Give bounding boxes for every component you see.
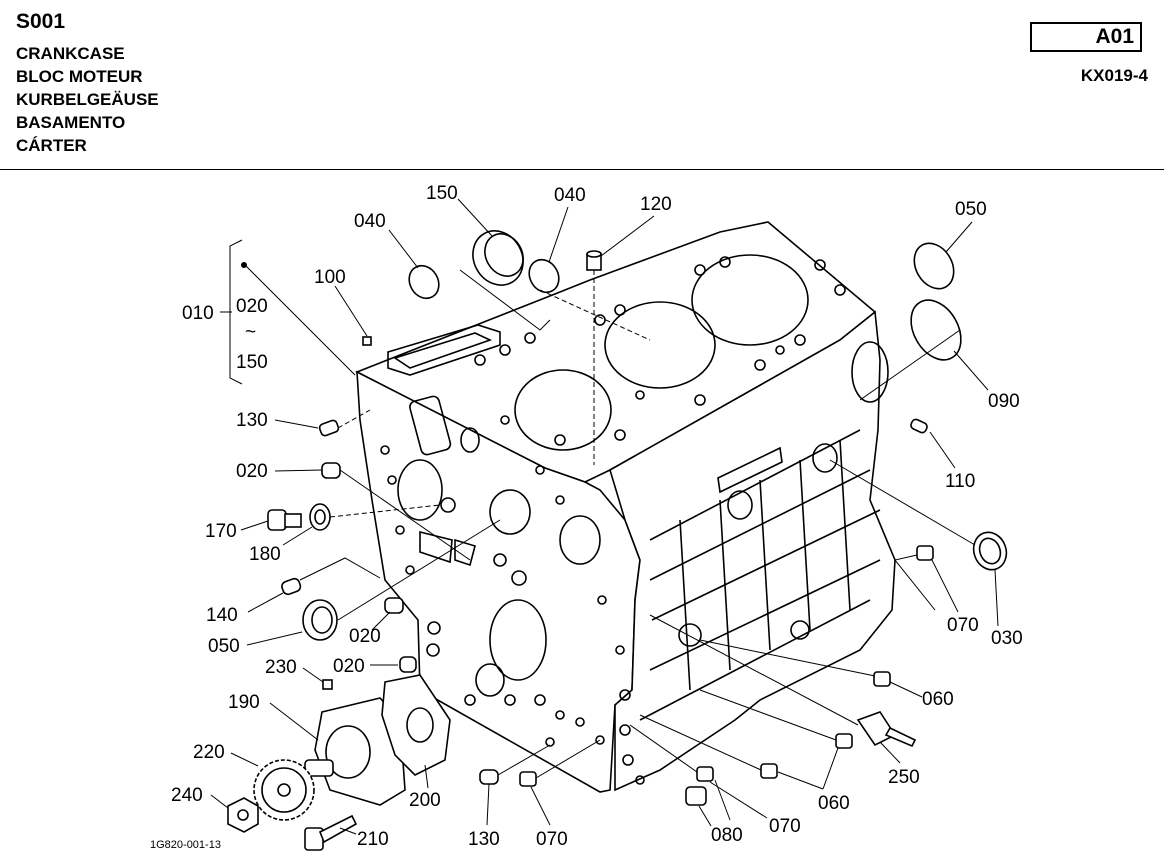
- callout-label: 170: [205, 521, 237, 542]
- group-label-top: 020: [236, 296, 268, 317]
- callout-label: 110: [945, 471, 975, 492]
- header-divider: [0, 169, 1164, 170]
- part-bush-130-left: [318, 419, 340, 437]
- group-label-bottom: 150: [236, 352, 268, 373]
- section-titles: CRANKCASE BLOC MOTEUR KURBELGEÄUSE BASAM…: [16, 42, 159, 157]
- callout-label: 200: [409, 790, 441, 811]
- callout-label: 050: [955, 199, 987, 220]
- part-washer-180: [309, 503, 331, 531]
- part-bolt-210: [304, 814, 358, 851]
- callout-label: 060: [922, 689, 954, 710]
- part-gear-220: [253, 759, 315, 821]
- part-pin-100: [362, 336, 372, 346]
- callout-label: 180: [249, 544, 281, 565]
- part-plug-060-lower-b: [760, 763, 778, 779]
- callout-label: 080: [711, 825, 743, 846]
- callout-label: 220: [193, 742, 225, 763]
- title-german: KURBELGEÄUSE: [16, 90, 159, 109]
- part-bush-130-bottom: [479, 769, 499, 785]
- group-label-main: 010: [182, 303, 214, 324]
- callout-label: 030: [991, 628, 1023, 649]
- callout-label: 040: [554, 185, 586, 206]
- callout-label: 240: [171, 785, 203, 806]
- part-plug-070-right: [916, 545, 934, 561]
- callout-label: 070: [947, 615, 979, 636]
- callout-label: 120: [640, 194, 672, 215]
- callout-label: 130: [468, 829, 500, 850]
- part-seal-050-left: [302, 599, 338, 641]
- group-bracket-010: 010 020 ~ 150: [182, 239, 268, 385]
- part-plug-170: [267, 509, 302, 531]
- part-plug-080: [685, 786, 707, 806]
- title-french: BLOC MOTEUR: [16, 67, 143, 86]
- crankcase-block: [355, 221, 896, 793]
- part-pin-120: [586, 250, 602, 271]
- title-english: CRANKCASE: [16, 44, 125, 63]
- callout-label: 130: [236, 410, 268, 431]
- callout-label: 190: [228, 692, 260, 713]
- callout-label: 060: [818, 793, 850, 814]
- part-pin-020-a: [321, 462, 341, 479]
- part-plug-040-right: [528, 258, 560, 294]
- callout-labels: 150 040 040 120 050 100 090 130 110 020 …: [171, 183, 1023, 850]
- drawing-number: 1G820-001-13: [150, 839, 221, 851]
- part-plug-040-left: [408, 264, 440, 300]
- callout-label: 020: [236, 461, 268, 482]
- callout-label: 040: [354, 211, 386, 232]
- callout-label: 070: [536, 829, 568, 850]
- callout-label: 250: [888, 767, 920, 788]
- part-key-230: [322, 679, 333, 690]
- title-spanish: CÁRTER: [16, 136, 87, 155]
- part-plug-060-right: [873, 671, 891, 687]
- part-pin-020-c: [399, 656, 417, 673]
- title-italian: BASAMENTO: [16, 113, 126, 132]
- callout-label: 140: [206, 605, 238, 626]
- part-plug-050-top: [913, 242, 955, 290]
- callout-label: 090: [988, 391, 1020, 412]
- callout-label: 210: [357, 829, 389, 850]
- part-plug-090: [910, 299, 962, 361]
- part-pin-110: [910, 418, 928, 434]
- part-sensor-250: [856, 711, 917, 748]
- section-code: S001: [16, 10, 66, 33]
- part-seal-030: [972, 531, 1008, 571]
- callout-label: 020: [333, 656, 365, 677]
- callout-label: 020: [349, 626, 381, 647]
- part-gasket-200: [381, 674, 451, 776]
- part-plug-060-lower-a: [835, 733, 853, 749]
- page-reference-box: A01: [1030, 22, 1142, 52]
- leader-lines: [210, 198, 999, 835]
- callout-label: 100: [314, 267, 346, 288]
- callout-label: 230: [265, 657, 297, 678]
- exploded-parts-diagram: 010 020 ~ 150 150 040 040 120 050 100 09…: [150, 183, 1023, 851]
- model-number: KX019-4: [1080, 66, 1148, 85]
- group-label-tilde: ~: [245, 322, 256, 343]
- part-plug-070-bottom: [519, 771, 537, 787]
- callout-label: 050: [208, 636, 240, 657]
- part-nut-240: [227, 797, 259, 833]
- part-plug-070-lower: [696, 766, 714, 782]
- callout-label: 150: [426, 183, 458, 204]
- part-bush-140: [281, 577, 302, 596]
- part-plug-150-top: [472, 230, 524, 286]
- part-pin-020-b: [384, 597, 404, 614]
- callout-label: 070: [769, 816, 801, 837]
